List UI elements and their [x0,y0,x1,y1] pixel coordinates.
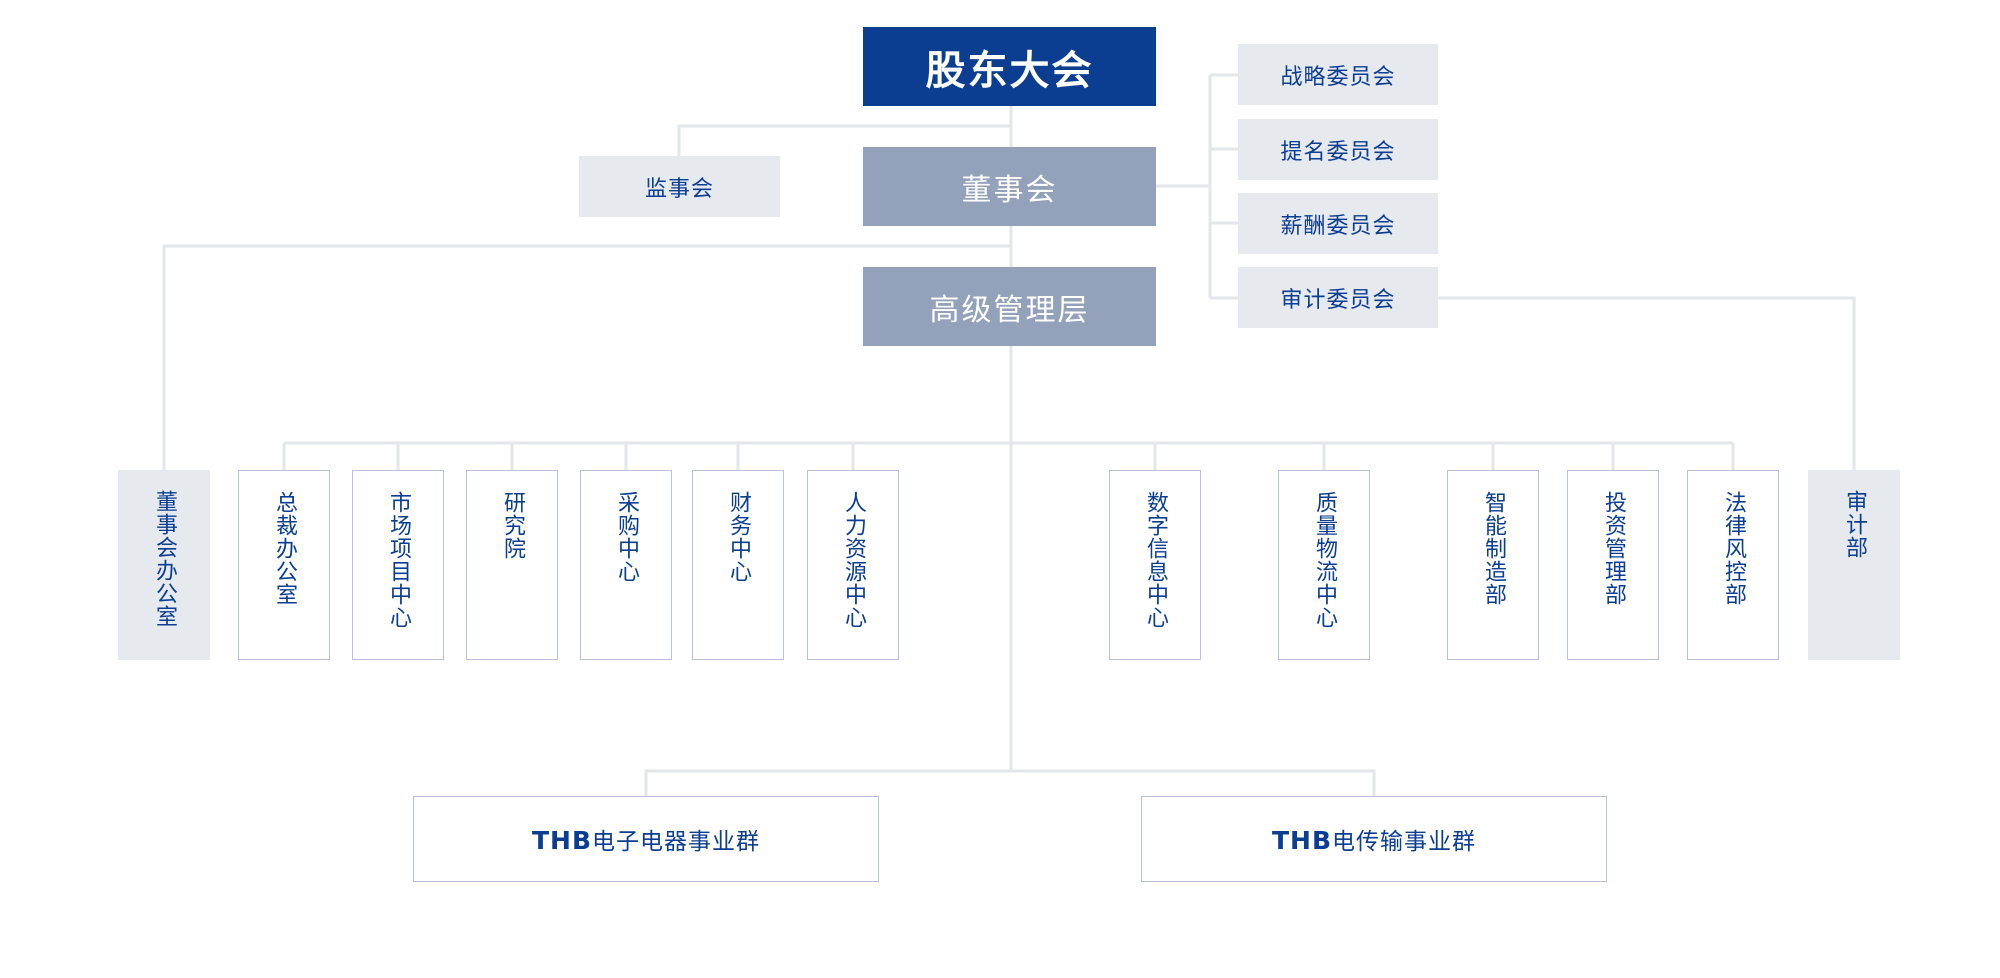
business-group-electronics-box: THB电子电器事业群 [413,796,879,882]
dept-board-office-label: 董事会办公室 [152,490,177,628]
connector-audit [1438,296,1856,470]
board-of-directors-label: 董事会 [961,172,1058,208]
committee-strategy-label: 战略委员会 [1280,64,1396,90]
dept-smart-mfg-label: 智能制造部 [1481,491,1506,606]
dept-smart-mfg-box: 智能制造部 [1447,470,1539,660]
dept-procurement-box: 采购中心 [580,470,672,660]
business-group-transmission-box: THB电传输事业群 [1141,796,1607,882]
dept-research-label: 研究院 [500,491,525,560]
dept-president-office-box: 总裁办公室 [238,470,330,660]
committee-audit-label: 审计委员会 [1280,287,1396,313]
connector-business-groups [644,769,1376,796]
dept-hr-box: 人力资源中心 [807,470,899,660]
committee-audit-box: 审计委员会 [1238,267,1438,328]
dept-digital-box: 数字信息中心 [1109,470,1201,660]
senior-management-label: 高级管理层 [929,292,1090,328]
dept-quality-logistics-label: 质量物流中心 [1312,491,1337,629]
committee-strategy-box: 战略委员会 [1238,44,1438,105]
committee-remuneration-label: 薪酬委员会 [1280,213,1396,239]
business-group-electronics-text: THB电子电器事业群 [532,822,760,856]
business-group-transmission-label: 电传输事业群 [1332,829,1477,855]
business-group-transmission-text: THB电传输事业群 [1272,822,1476,856]
committee-remuneration-box: 薪酬委员会 [1238,193,1438,254]
dept-investment-label: 投资管理部 [1601,491,1626,606]
committee-nomination-label: 提名委员会 [1280,139,1396,165]
supervisory-board-label: 监事会 [644,176,714,202]
committee-nomination-box: 提名委员会 [1238,119,1438,180]
dept-quality-logistics-box: 质量物流中心 [1278,470,1370,660]
dept-president-office-label: 总裁办公室 [272,491,297,606]
dept-procurement-label: 采购中心 [614,491,639,583]
shareholders-meeting-box: 股东大会 [863,27,1156,106]
dept-board-office-box: 董事会办公室 [118,470,210,660]
supervisory-board-box: 监事会 [579,156,780,217]
dept-audit-label: 审计部 [1842,490,1867,559]
dept-legal-risk-label: 法律风控部 [1721,491,1746,606]
dept-audit-box: 审计部 [1808,470,1900,660]
dept-legal-risk-box: 法律风控部 [1687,470,1779,660]
dept-finance-label: 财务中心 [726,491,751,583]
dept-investment-box: 投资管理部 [1567,470,1659,660]
dept-market-center-label: 市场项目中心 [386,491,411,629]
board-of-directors-box: 董事会 [863,147,1156,226]
connector-supervisory [677,124,1011,156]
business-group-transmission-brand: THB [1271,826,1333,855]
dept-digital-label: 数字信息中心 [1143,491,1168,629]
dept-hr-label: 人力资源中心 [841,491,866,629]
dept-finance-box: 财务中心 [692,470,784,660]
business-group-electronics-label: 电子电器事业群 [592,829,761,855]
shareholders-meeting-label: 股东大会 [925,47,1094,94]
dept-market-center-box: 市场项目中心 [352,470,444,660]
senior-management-box: 高级管理层 [863,267,1156,346]
dept-research-box: 研究院 [466,470,558,660]
business-group-electronics-brand: THB [531,826,593,855]
connector-board-office [162,244,1011,470]
